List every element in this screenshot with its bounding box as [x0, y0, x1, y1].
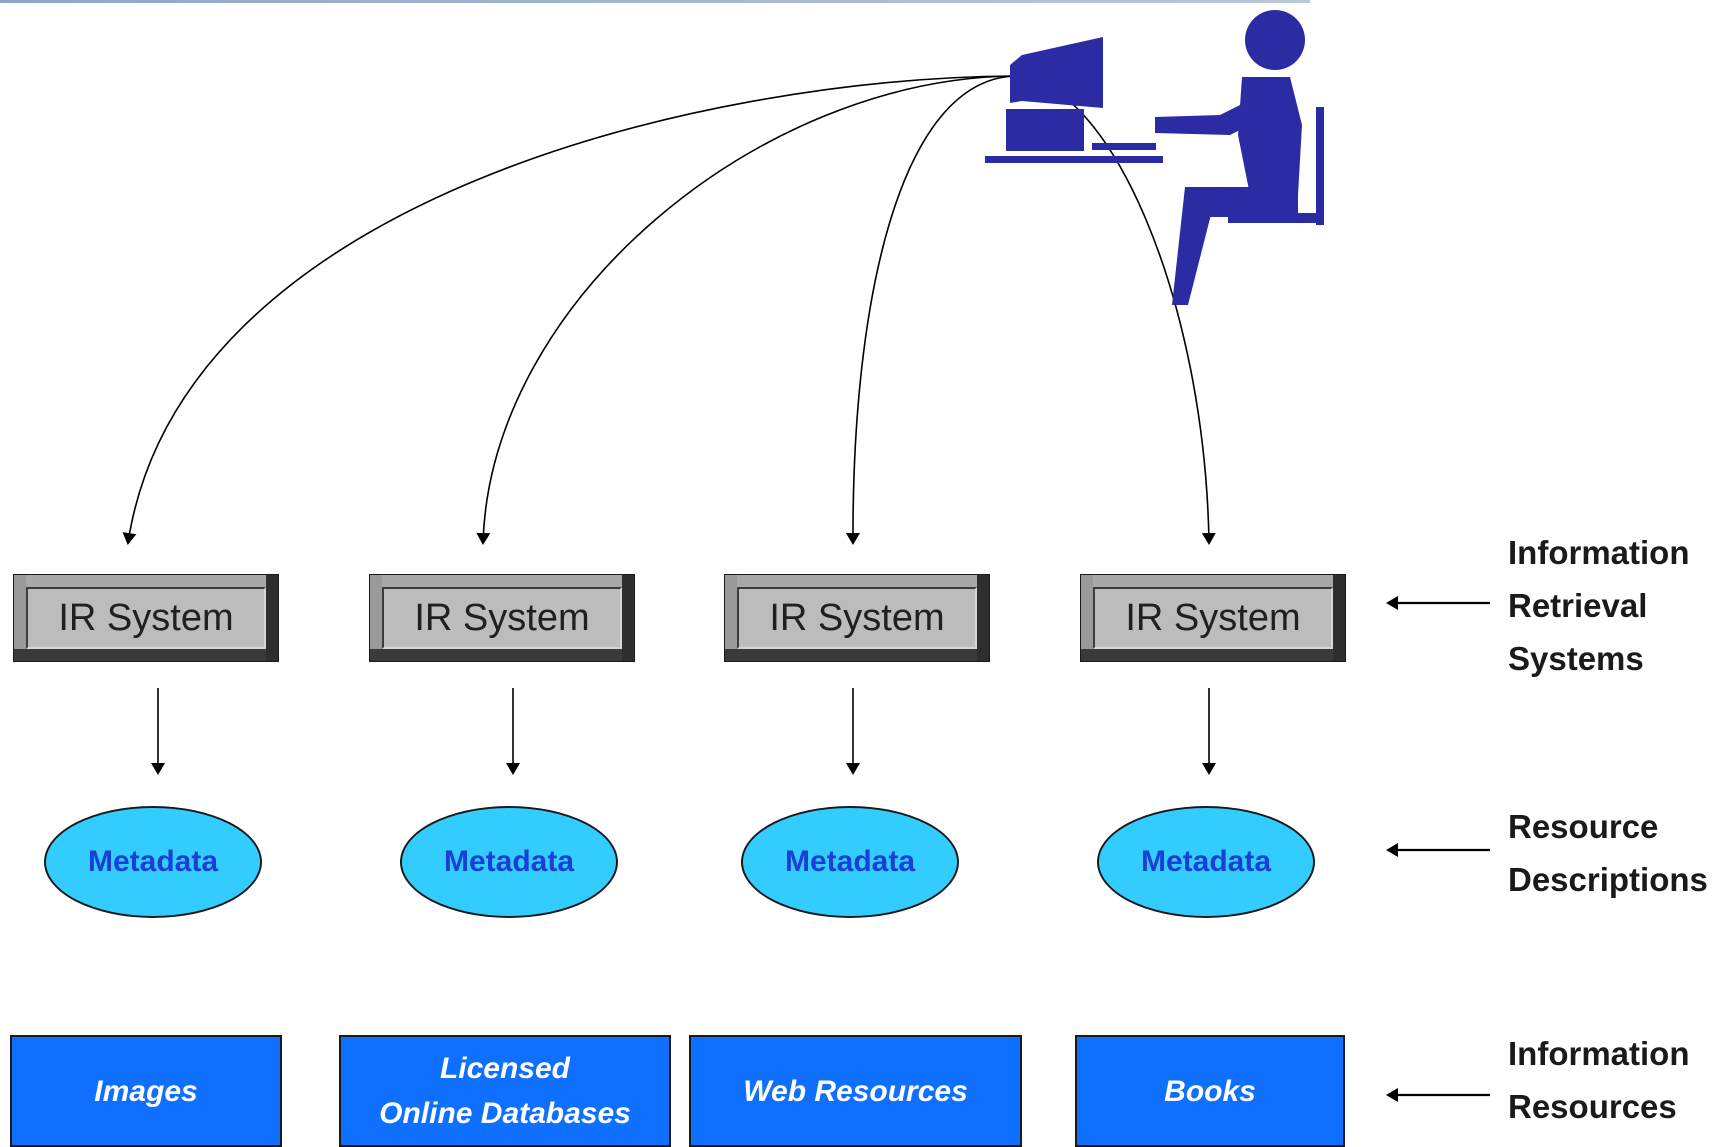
ir-system-box-1: IR System	[13, 574, 279, 662]
ir-system-box-4: IR System	[1080, 574, 1346, 662]
metadata-ellipse-2: Metadata	[400, 806, 618, 918]
resource-box-images: Images	[10, 1035, 282, 1147]
computer-user-icon	[985, 10, 1324, 305]
top-border-line	[0, 0, 1310, 3]
metadata-ellipse-4: Metadata	[1097, 806, 1315, 918]
metadata-ellipse-3: Metadata	[741, 806, 959, 918]
curve-arrow-2	[476, 75, 1016, 545]
ir-system-box-2: IR System	[369, 574, 635, 662]
ir-system-label: IR System	[737, 587, 977, 649]
curve-arrow-3	[845, 75, 1016, 545]
side-label-resource-descriptions: Resource Descriptions	[1508, 808, 1708, 898]
side-label-information-resources: Information Resources	[1508, 1035, 1690, 1125]
resource-box-books: Books	[1075, 1035, 1345, 1147]
curve-arrow-1	[122, 75, 1016, 545]
metadata-ellipse-1: Metadata	[44, 806, 262, 918]
ir-system-label: IR System	[26, 587, 266, 649]
ir-system-label: IR System	[1093, 587, 1333, 649]
side-label-ir-systems: Information Retrieval Systems	[1508, 534, 1690, 677]
resource-box-web-resources: Web Resources	[689, 1035, 1022, 1147]
ir-system-label: IR System	[382, 587, 622, 649]
ir-system-box-3: IR System	[724, 574, 990, 662]
